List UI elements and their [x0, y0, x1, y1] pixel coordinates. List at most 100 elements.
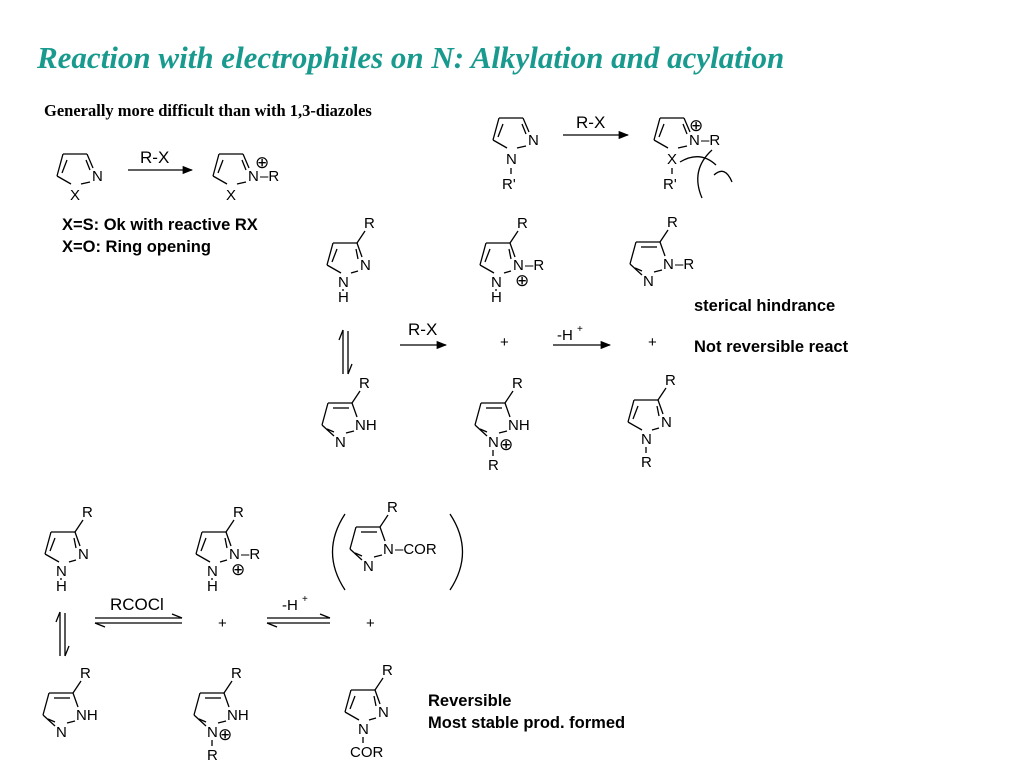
ring-bond — [344, 711, 360, 721]
substituent-r: R — [387, 499, 398, 516]
substituent-bond — [351, 390, 361, 404]
ring-bond — [44, 553, 60, 563]
ring-bond — [219, 559, 228, 563]
ring-bond — [195, 531, 203, 555]
atom-n: N — [528, 132, 539, 149]
ring-bond — [66, 720, 76, 724]
ring-bond — [74, 531, 81, 547]
double-bond — [658, 123, 665, 138]
atom-x: X — [226, 187, 236, 204]
ring-bond — [509, 242, 516, 258]
atom-x: X — [70, 187, 80, 204]
atom-n1: N — [207, 724, 218, 741]
note-reversible: Reversible — [428, 692, 512, 710]
equilibrium-half-head — [338, 329, 344, 341]
ring-bond — [86, 153, 94, 169]
double-bond — [497, 123, 504, 138]
charge-plus: ⊕ — [515, 271, 529, 290]
n-alkylated-cation-ring — [653, 117, 691, 149]
atom-n: N — [383, 541, 394, 558]
atom-nh: NH — [355, 417, 377, 434]
left-parenthesis — [331, 513, 346, 591]
double-bond — [521, 123, 527, 135]
ring-bond — [217, 720, 227, 724]
ring-bond — [503, 270, 512, 274]
ring-bond — [683, 117, 691, 133]
ring-bond — [474, 424, 488, 437]
reagent-plus-sup: + — [302, 594, 308, 605]
reagent-rx: R-X — [140, 148, 169, 167]
atom-n2: N — [229, 546, 240, 563]
plus-sign: + — [648, 334, 657, 351]
substituent-rprime: R' — [502, 176, 516, 193]
substituent: –COR — [395, 541, 437, 558]
isothiazolium-ring — [212, 153, 250, 185]
double-bond — [198, 718, 207, 723]
note-most-stable: Most stable prod. formed — [428, 714, 626, 732]
ring-bond — [56, 153, 64, 177]
double-bond — [73, 537, 77, 549]
subtitle: Generally more difficult than with 1,3-d… — [44, 101, 372, 120]
atom-n2: N — [78, 546, 89, 563]
ring-bond — [373, 554, 383, 558]
double-bond — [200, 537, 207, 552]
atom-n1: N — [207, 563, 218, 580]
reagent-minus-h: -H — [282, 597, 298, 614]
ring-bond — [516, 145, 527, 149]
double-bond — [656, 405, 660, 417]
pyrazolium-n1-acyl — [193, 680, 233, 746]
atom-n2: N — [360, 257, 371, 274]
ring-bond — [349, 548, 363, 561]
ring-bond — [522, 117, 530, 133]
atom-n: N — [689, 132, 700, 149]
ring-bond — [368, 717, 377, 721]
ring-bond — [193, 692, 201, 716]
double-bond — [355, 248, 359, 260]
double-bond — [61, 159, 68, 174]
double-bond — [241, 159, 247, 171]
atom-n1: N — [641, 431, 652, 448]
double-bond — [484, 248, 491, 263]
ring-bond — [68, 559, 77, 563]
ring-bond — [321, 424, 335, 437]
ring-bond — [195, 553, 211, 563]
atom-h: H — [491, 289, 502, 306]
ring-bond — [225, 531, 232, 547]
double-bond — [85, 159, 91, 171]
isothiazole-ring — [56, 153, 94, 185]
pyrazole-n1-alkyl-3r — [627, 387, 667, 453]
plus-sign: + — [218, 615, 227, 632]
equilibrium-half-head — [55, 611, 61, 623]
equilibrium-half-head — [319, 613, 331, 619]
ring-bond — [72, 692, 79, 708]
reagent-rx: R-X — [408, 320, 437, 339]
note-sterical-hindrance: sterical hindrance — [694, 297, 836, 315]
substituent-r: R — [82, 504, 93, 521]
ring-bond — [56, 175, 72, 185]
n-substituted-ring — [492, 117, 530, 149]
ring-bond — [242, 153, 250, 169]
ring-bond — [223, 692, 230, 708]
atom-n1: N — [335, 434, 346, 451]
substituent-bond — [504, 390, 514, 404]
ring-bond — [677, 145, 688, 149]
substituent-r: –R — [525, 257, 544, 274]
double-bond — [47, 718, 56, 723]
atom-n1: N — [488, 434, 499, 451]
double-bond — [634, 267, 643, 272]
double-bond — [217, 159, 224, 174]
ring-bond — [326, 242, 334, 266]
ring-bond — [344, 689, 352, 713]
double-bond — [373, 695, 377, 707]
ring-bond — [374, 689, 381, 705]
atom-h: H — [56, 578, 67, 595]
substituent-bond — [223, 680, 233, 694]
charge-plus: ⊕ — [255, 153, 269, 172]
right-parenthesis — [449, 513, 464, 591]
substituent-r: R — [364, 215, 375, 232]
pyrazolium-n2-acyl — [195, 519, 235, 580]
double-bond — [508, 248, 512, 260]
equilibrium-half-head — [64, 645, 70, 657]
atom-nh: NH — [508, 417, 530, 434]
